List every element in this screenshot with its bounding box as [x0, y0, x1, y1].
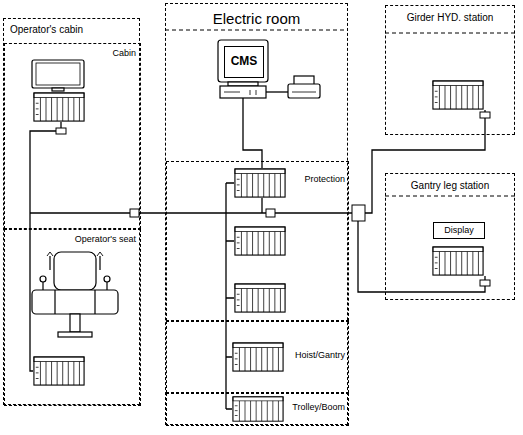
plc-racks: [235, 284, 285, 312]
network-wire: [30, 212, 352, 213]
region-label: CMS: [231, 55, 258, 69]
plc-racks: [34, 93, 84, 121]
region-box: Cabin: [4, 43, 141, 229]
region-label: Hoist/Gantry: [295, 350, 345, 360]
plc-racks: [34, 81, 483, 421]
network-wire: [225, 183, 226, 409]
operator-seat: [32, 290, 118, 314]
network-wire: [243, 98, 262, 168]
operator-seat: [43, 281, 107, 290]
network-connector: [130, 209, 139, 217]
network-connector: [266, 209, 275, 217]
operator-seat: [58, 332, 92, 337]
region-label: Gantry leg station: [411, 180, 489, 192]
plc-racks: [34, 357, 84, 385]
region-box: Trolley/Boom: [166, 393, 349, 426]
network-wire: [484, 276, 485, 280]
operator-seat: [47, 252, 103, 256]
monitor-screen: CMS: [224, 46, 264, 78]
region-label: Protection: [304, 174, 345, 184]
region-box: Gantry leg stationDisplay: [385, 173, 515, 300]
network-wire: [358, 221, 485, 292]
cabin-monitor: [32, 60, 84, 91]
printer: [292, 92, 316, 93]
network-connector: [480, 280, 490, 286]
network-wire: [261, 198, 262, 213]
network-connector: [56, 128, 66, 134]
cabin-monitor: [52, 88, 64, 91]
heading-divider: [385, 196, 515, 197]
plc-racks: [433, 247, 483, 275]
cms-computer: [218, 40, 268, 82]
network-connector: [56, 112, 490, 286]
network-wire: [266, 91, 288, 92]
network-wire: [226, 183, 234, 409]
printer: [288, 76, 320, 98]
cabin-monitor: [32, 60, 84, 88]
network-connector: [352, 205, 365, 221]
region-box: Protection: [166, 161, 349, 321]
operator-seat: [50, 256, 100, 270]
operator-seat: [55, 290, 95, 314]
display-box: Display: [433, 222, 485, 239]
plc-racks: [433, 81, 483, 109]
heading-divider: [165, 30, 515, 196]
region-label: Operator's seat: [75, 234, 136, 244]
printer: [288, 84, 320, 98]
region-label: Trolley/Boom: [292, 402, 345, 412]
cms-computer: [224, 90, 256, 95]
region-box: Operator's cabinCabinOperator's seat: [3, 18, 140, 405]
network-connector: [480, 112, 490, 118]
network-wire: [365, 118, 485, 213]
region-label: Girder HYD. station: [407, 12, 494, 24]
region-label: Display: [444, 225, 474, 235]
region-box: Electric roomCMS ProtectionHoist/GantryTr…: [165, 3, 348, 425]
network-wire: [30, 92, 485, 409]
plc-racks: [235, 227, 285, 255]
region-box: Operator's seat: [4, 229, 141, 406]
heading-divider: [385, 33, 515, 34]
cms-computer: [218, 40, 268, 98]
cabin-monitor: [36, 63, 80, 85]
plc-racks: [233, 343, 283, 371]
operator-seat: [32, 252, 118, 337]
region-box: Hoist/Gantry: [166, 321, 349, 393]
operator-seat: [104, 276, 110, 282]
region-label: Operator's cabin: [10, 24, 83, 36]
heading-divider: [165, 30, 348, 31]
cms-computer: [220, 86, 266, 98]
region-label: Electric room: [213, 10, 301, 27]
plc-racks: [235, 169, 285, 197]
plc-racks: [233, 397, 283, 421]
region-box: Girder HYD. station: [385, 5, 515, 135]
operator-seat: [70, 314, 80, 332]
network-wire: [30, 131, 56, 371]
operator-seat: [54, 252, 96, 290]
operator-seat: [40, 276, 46, 282]
region-label: Cabin: [112, 48, 136, 58]
network-wire: [60, 122, 61, 128]
